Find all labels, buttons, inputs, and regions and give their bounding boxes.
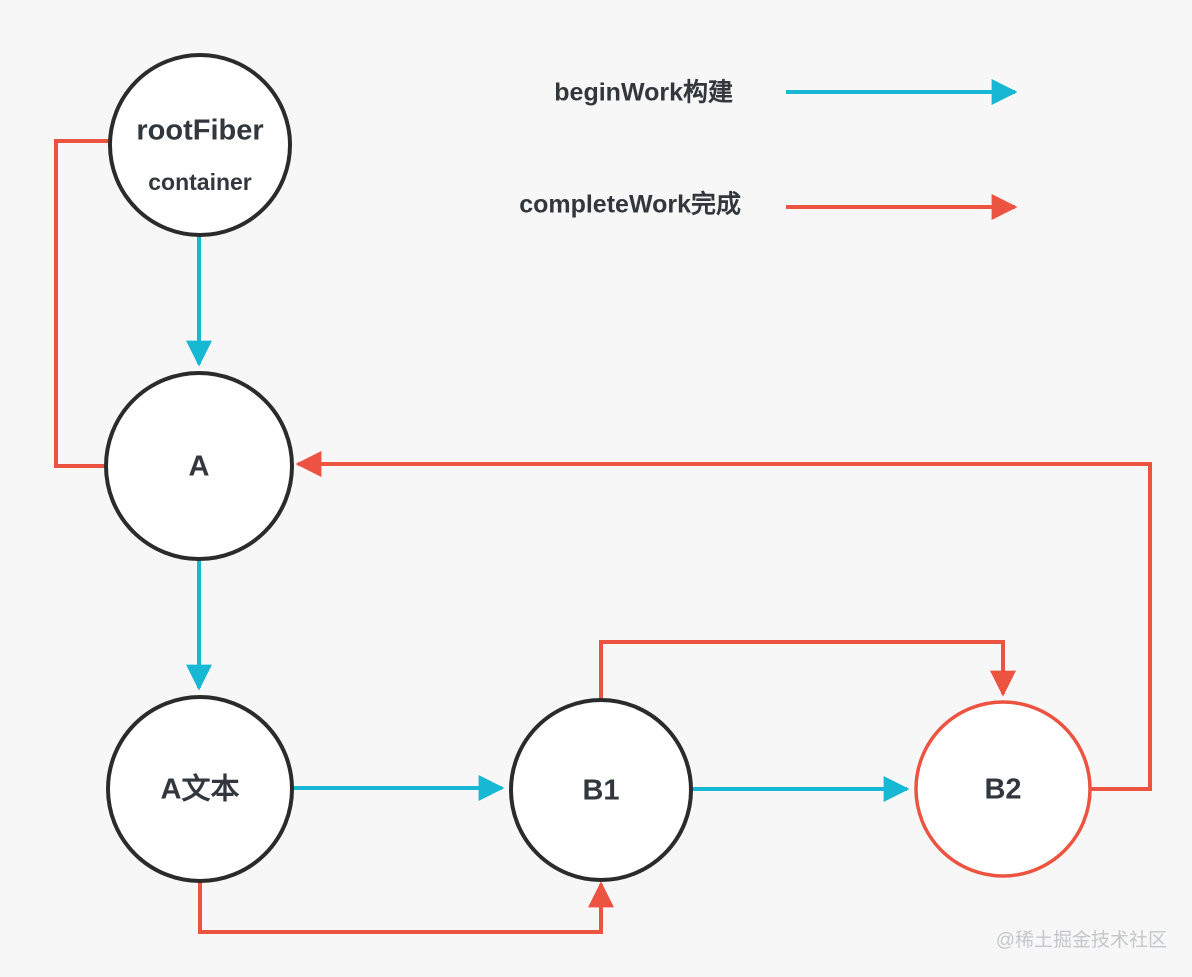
node-label-rootFiber: rootFiber [136, 115, 263, 147]
edge-completework-atext-to-b1 [198, 881, 614, 934]
edge-completework-b2-to-a [295, 451, 1152, 791]
node-A[interactable]: A [104, 371, 294, 561]
node-label-A: A [189, 451, 210, 483]
legend-layer: beginWork构建 completeWork完成 [519, 79, 1018, 220]
node-circle-rootFiber[interactable] [108, 53, 292, 237]
node-sublabel-rootFiber: container [148, 169, 252, 195]
legend-label-0: beginWork构建 [554, 79, 733, 107]
node-circle-A[interactable] [104, 371, 294, 561]
watermark-text: @稀土掘金技术社区 [996, 929, 1167, 951]
edge-completework-b1-to-b2 [599, 640, 1016, 700]
node-rootFiber[interactable]: rootFiber container [108, 53, 292, 237]
legend-item-1: completeWork完成 [519, 190, 1018, 220]
node-label-Atext: A文本 [161, 772, 240, 806]
node-circle-Atext[interactable] [106, 695, 294, 883]
node-circle-B1[interactable] [509, 698, 693, 882]
node-Atext[interactable]: A文本 [106, 695, 294, 883]
legend-label-1: completeWork完成 [519, 190, 741, 219]
node-B1[interactable]: B1 [509, 698, 693, 882]
node-label-B2: B2 [984, 774, 1021, 806]
edges-layer [54, 128, 1152, 934]
edge-completework-a-to-root [54, 128, 158, 468]
legend-item-0: beginWork构建 [554, 79, 1018, 107]
node-label-B1: B1 [582, 775, 619, 807]
node-circle-B2[interactable] [914, 700, 1092, 878]
node-B2[interactable]: B2 [914, 700, 1092, 878]
